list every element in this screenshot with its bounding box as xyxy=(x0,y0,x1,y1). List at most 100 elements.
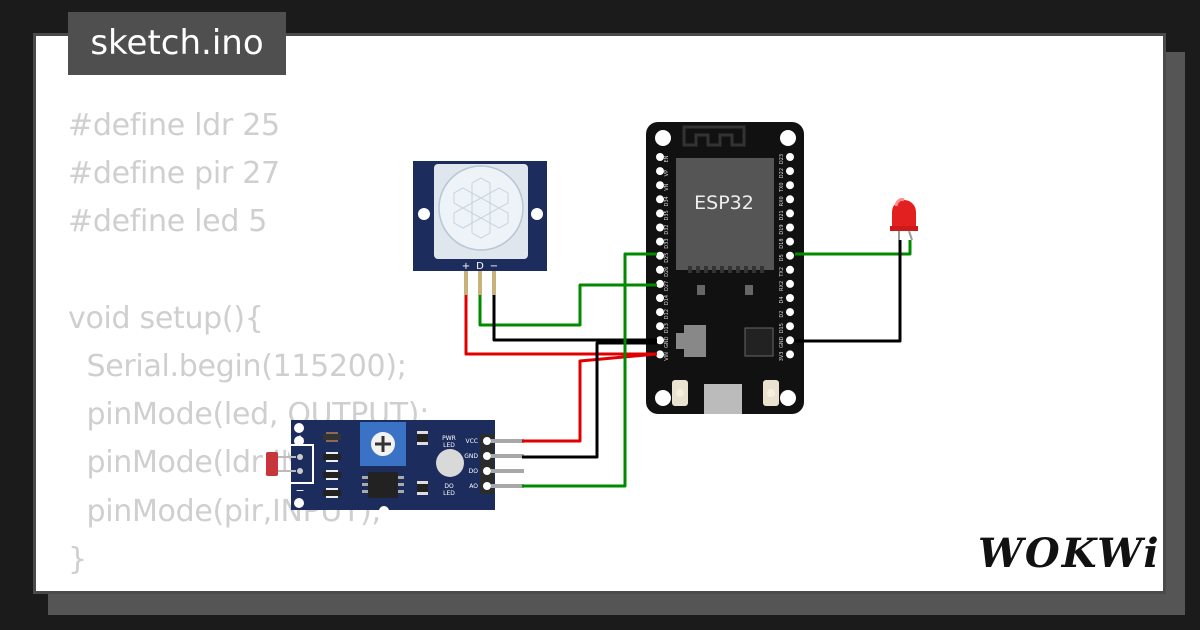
esp32-pin-right[interactable] xyxy=(786,322,794,331)
mount-hole xyxy=(780,130,796,146)
esp32-pin-left[interactable] xyxy=(656,167,664,176)
pir-pin[interactable] xyxy=(492,271,496,295)
esp32-pin-left[interactable] xyxy=(656,153,664,161)
wires xyxy=(464,240,912,488)
esp32-pin-right[interactable] xyxy=(786,153,794,161)
esp32-pin-label: RX2 xyxy=(779,281,785,291)
code-line: #define ldr 25 xyxy=(68,108,280,143)
esp32-pin-label: D35 xyxy=(664,210,670,220)
esp32-pin-left[interactable] xyxy=(656,279,664,288)
photoresistor xyxy=(266,452,278,476)
wire-pir-vcc xyxy=(464,295,657,356)
esp32-pin-left[interactable] xyxy=(656,294,664,302)
wire-led-anode xyxy=(795,240,912,256)
esp32-pin-label: D2 xyxy=(779,311,785,318)
ldr-pin-label: AO xyxy=(469,483,478,490)
esp32-pin-right[interactable] xyxy=(786,308,794,317)
esp32-pin-right[interactable] xyxy=(786,223,794,232)
ldr-pin[interactable] xyxy=(491,469,524,473)
esp32-pin-left[interactable] xyxy=(656,336,664,345)
esp32-pin-right[interactable] xyxy=(786,336,794,345)
esp32-module xyxy=(676,158,774,270)
esp32-pin-right[interactable] xyxy=(786,181,794,190)
esp32-pin-label: D19 xyxy=(779,224,785,234)
esp32-pin-label: D34 xyxy=(664,196,670,206)
esp32-pin-right[interactable] xyxy=(786,251,794,260)
esp32-pin-label: D32 xyxy=(664,224,670,234)
mount-hole xyxy=(780,390,796,406)
esp32-pin-label: VP xyxy=(664,170,670,176)
esp32-pin-left[interactable] xyxy=(656,209,664,218)
pir-pin-vcc-label: + xyxy=(462,261,470,272)
ldr-minus-label: − xyxy=(295,484,304,497)
ldr-pin-socket xyxy=(483,452,491,460)
voltage-regulator xyxy=(684,325,706,357)
file-tab[interactable]: sketch.ino xyxy=(68,12,286,75)
esp32-pin-label: D33 xyxy=(664,238,670,248)
mount-hole xyxy=(655,390,671,406)
esp32-pin-left[interactable] xyxy=(656,195,664,204)
esp32-pin-label: TX0 xyxy=(779,182,785,193)
esp32-pin-left[interactable] xyxy=(656,322,664,331)
ldr-pin[interactable] xyxy=(491,439,524,443)
esp32-pin-right[interactable] xyxy=(786,279,794,288)
esp32-pin-label: GND xyxy=(779,336,785,348)
wire-pir-data xyxy=(478,283,657,327)
esp32-pin-right[interactable] xyxy=(786,294,794,302)
usb-port xyxy=(704,384,742,414)
wire-ldr-gnd xyxy=(522,341,657,459)
esp32-pin-left[interactable] xyxy=(656,251,664,260)
esp32-pin-right[interactable] xyxy=(786,237,794,246)
esp32-pin-label: D15 xyxy=(779,323,785,333)
esp32-pin-left[interactable] xyxy=(656,350,664,359)
ldr-pin-label: DO xyxy=(469,468,479,475)
esp32-pin-label: VN xyxy=(664,183,670,190)
esp32-pin-right[interactable] xyxy=(786,209,794,218)
code-line: #define pir 27 xyxy=(68,156,280,192)
pir-pin[interactable] xyxy=(478,271,482,295)
esp32-pin-left[interactable] xyxy=(656,265,664,274)
esp32-pin-right[interactable] xyxy=(786,195,794,204)
esp32-pin-label: 3V3 xyxy=(779,352,785,362)
pir-sensor[interactable]: + D − xyxy=(413,161,547,295)
esp32-pin-label: VIN xyxy=(664,352,670,361)
ldr-pin[interactable] xyxy=(491,454,524,458)
red-led[interactable] xyxy=(890,198,918,241)
esp32-pin-label: D25 xyxy=(664,253,670,263)
pir-pin-gnd-label: − xyxy=(490,261,498,272)
esp32-pin-label: D13 xyxy=(664,323,670,333)
esp32-pin-left[interactable] xyxy=(656,237,664,246)
esp32-pin-label: D23 xyxy=(779,154,785,164)
mount-hole xyxy=(655,130,671,146)
esp32-pin-left[interactable] xyxy=(656,181,664,190)
esp32-pin-label: D27 xyxy=(664,281,670,291)
esp32-pin-left[interactable] xyxy=(656,308,664,317)
esp32-pin-label: D5 xyxy=(779,254,785,261)
esp32-pin-right[interactable] xyxy=(786,350,794,359)
wire-pir-gnd xyxy=(492,295,657,342)
ldr-pin[interactable] xyxy=(491,484,524,488)
esp32-pin-label: D26 xyxy=(664,267,670,277)
esp32-board[interactable]: ESP32 ENVPVND34D35D32D33D25D26D27D14D12D… xyxy=(646,122,804,414)
esp32-pin-left[interactable] xyxy=(656,223,664,232)
esp32-pin-label: TX2 xyxy=(779,267,785,278)
esp32-pin-label: D21 xyxy=(779,210,785,220)
esp32-pin-right[interactable] xyxy=(786,167,794,176)
antenna-trace xyxy=(682,125,746,147)
pir-pin[interactable] xyxy=(464,271,468,295)
wire-ldr-vcc xyxy=(522,352,658,443)
indicator-led xyxy=(436,449,464,477)
wokwi-logo: WOKWi xyxy=(978,530,1161,577)
esp32-pin-label: GND xyxy=(664,336,670,348)
ldr-pin-socket xyxy=(483,467,491,475)
ldr-pin-socket xyxy=(483,482,491,490)
preview-card xyxy=(33,33,1166,594)
code-line: } xyxy=(68,541,87,577)
esp32-pin-right[interactable] xyxy=(786,265,794,274)
code-editor[interactable]: #define ldr 25 #define pir 27 #define le… xyxy=(68,102,429,584)
esp32-pin-label: D14 xyxy=(664,295,670,305)
ldr-pin-label: GND xyxy=(464,453,478,460)
